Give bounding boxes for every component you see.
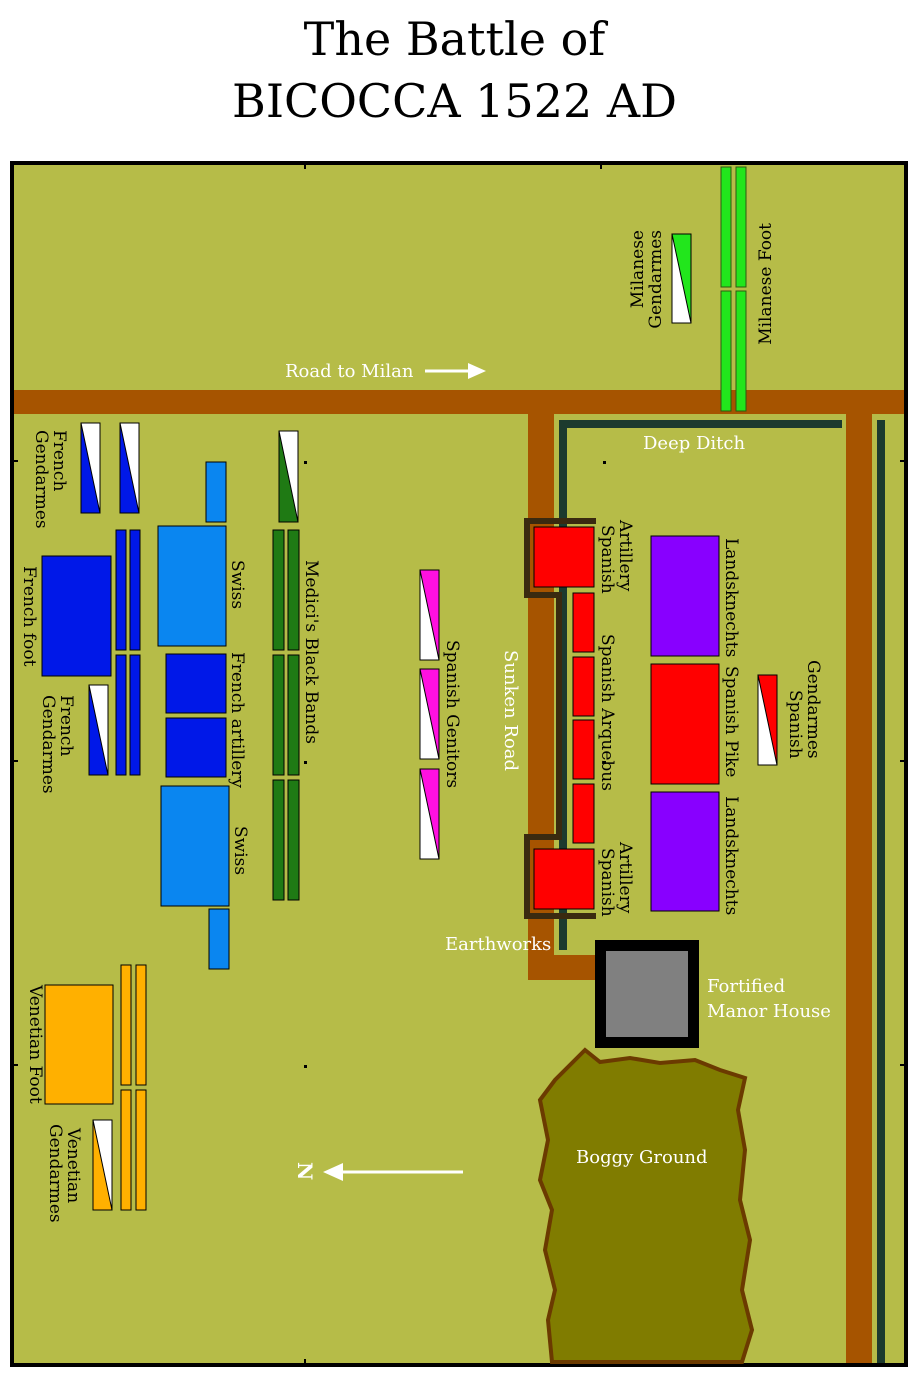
label-french-gendarmes-mid-2: Gendarmes [38,695,58,794]
black-bands-gendarmes-unit [278,430,299,523]
swiss-block [160,785,230,907]
french-column [129,529,141,651]
french-gendarmes-unit [88,684,109,776]
venetian-gendarmes-unit [92,1119,113,1211]
label-milanese-gendarmes-2: Gendarmes [646,230,666,329]
label-boggy-ground: Boggy Ground [576,1147,708,1168]
label-spanish-gendarmes-1: Spanish [785,690,805,759]
road-arrow-icon [425,363,486,379]
label-spanish-artillery-top-1: Spanish [597,525,617,594]
black-bands-unit [272,654,285,776]
spanish-arquebus-unit [572,783,595,844]
french-artillery-unit [165,717,227,778]
title-line-1: The Battle of [303,12,606,66]
label-earthworks: Earthworks [445,934,551,955]
label-landsknechts-bottom: Landsknechts [721,796,741,915]
venetian-foot-unit [44,984,114,1105]
label-landsknechts-top: Landsknechts [721,538,741,657]
sunken-road-spur [554,955,598,980]
label-venetian-foot: Venetian Foot [25,984,45,1104]
black-bands-unit [272,779,285,901]
spanish-pike-unit [650,663,720,785]
venetian-column [120,964,132,1086]
label-north: N [293,1162,317,1180]
french-column [115,529,127,651]
label-road-to-milan: Road to Milan [285,361,414,382]
manor-house [606,951,688,1037]
spanish-arquebus-unit [572,719,595,780]
label-spanish-artillery-bottom-1: Spanish [597,848,617,917]
french-gendarmes-unit [80,422,101,514]
milanese-gendarmes-unit [671,233,692,324]
landsknechts-unit [650,535,720,657]
landsknechts-unit [650,791,720,912]
label-manor-line1: Fortified [707,976,785,997]
milanese-foot-unit [735,290,747,412]
spanish-gendarmes-unit [757,674,778,766]
french-column [129,654,141,776]
label-french-gendarmes-top-1: French [49,430,69,491]
spanish-genitors-unit [419,569,440,661]
boggy-ground [537,1047,755,1364]
venetian-column [135,964,147,1086]
label-french-gendarmes-mid-1: French [56,695,76,756]
black-bands-unit [272,529,285,651]
label-deep-ditch: Deep Ditch [643,433,745,454]
label-sunken-road: Sunken Road [500,650,521,771]
venetian-column [120,1089,132,1211]
label-black-bands: Medici's Black Bands [301,560,321,744]
milanese-foot-unit [720,290,732,412]
label-milanese-foot: Milanese Foot [756,223,776,345]
road-to-milan [14,390,904,414]
label-spanish-gendarmes-2: Gendarmes [803,660,823,759]
spanish-arquebus-unit [572,656,595,717]
spanish-artillery-unit [533,526,595,588]
french-column [115,654,127,776]
field [10,161,908,1367]
black-bands-unit [287,779,300,901]
milanese-foot-unit [735,166,747,288]
label-french-gendarmes-top-2: Gendarmes [31,430,51,529]
label-spanish-pike: Spanish Pike [721,666,741,777]
title-line-2: BICOCCA 1522 AD [232,74,677,128]
venetian-column [135,1089,147,1211]
earthworks [524,518,596,919]
label-manor-line2: Manor House [707,1001,831,1022]
label-venetian-gendarmes-1: Venetian [63,1127,83,1203]
swiss-skirmisher [208,908,230,970]
french-gendarmes-unit [119,422,140,514]
label-swiss-top: Swiss [227,560,247,609]
label-spanish-artillery-bottom-2: Artillery [615,841,635,914]
spanish-arquebus-unit [572,592,595,653]
deep-ditch-east [877,420,885,1363]
label-french-artillery: French artillery [227,652,247,788]
side-road [846,414,872,1363]
black-bands-unit [287,654,300,776]
label-milanese-gendarmes-1: Milanese [628,230,648,308]
label-spanish-genitors: Spanish Genitors [442,640,462,788]
milanese-foot-unit [720,166,732,288]
swiss-block [157,525,227,647]
french-artillery-unit [165,653,227,714]
label-spanish-arquebus: Spanish Arquebus [597,634,617,791]
map-title: The Battle of BICOCCA 1522 AD [0,8,909,148]
label-spanish-artillery-top-2: Artillery [615,519,635,592]
label-swiss-bottom: Swiss [230,826,250,875]
north-arrow-icon [323,1163,463,1181]
spanish-artillery-unit [533,848,595,910]
swiss-skirmisher [205,461,227,523]
spanish-genitors-unit [419,668,440,760]
spanish-genitors-unit [419,768,440,860]
french-foot-unit [41,555,112,677]
black-bands-unit [287,529,300,651]
label-venetian-gendarmes-2: Gendarmes [45,1124,65,1223]
label-french-foot: French foot [19,566,39,667]
